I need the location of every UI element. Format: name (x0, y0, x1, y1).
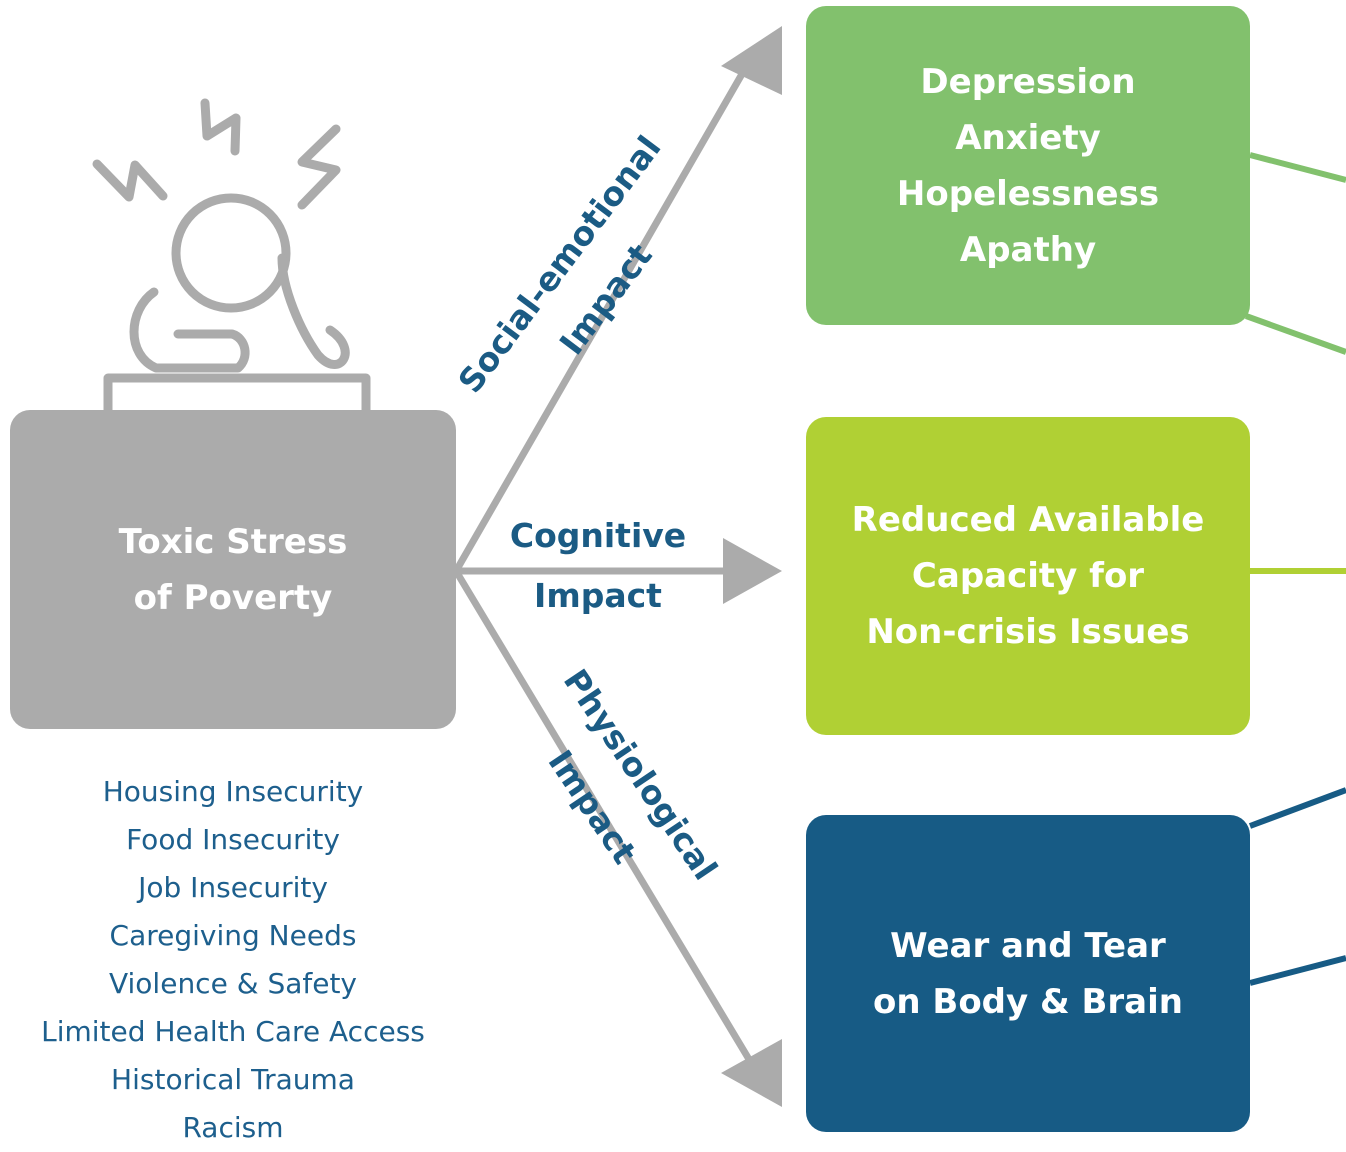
stressor-list: Housing Insecurity Food Insecurity Job I… (0, 768, 466, 1152)
physiological-connector-lower (1249, 955, 1346, 986)
cognitive-outcome-line-3: Non-crisis Issues (866, 612, 1190, 652)
cognitive-impact-label: Cognitive Impact (510, 506, 686, 626)
list-item: Limited Health Care Access (41, 1015, 425, 1048)
list-item: Violence & Safety (108, 967, 358, 1000)
desk (103, 373, 371, 415)
emotional-connector-upper (1249, 152, 1346, 183)
outcome-hopelessness: Hopelessness (896, 173, 1160, 214)
cognitive-outcome-line-2: Capacity for (911, 556, 1145, 596)
cognitive-outcome-line-1: Reduced Available (851, 500, 1205, 540)
outcome-apathy: Apathy (959, 229, 1097, 270)
outcome-anxiety: Anxiety (955, 117, 1101, 158)
physiological-outcome-line-1: Wear and Tear (890, 925, 1166, 966)
physiological-connector-upper (1248, 787, 1346, 829)
cognitive-label-line-1: Cognitive (509, 516, 687, 555)
cognitive-label-line-2: Impact (534, 576, 662, 615)
list-item: Historical Trauma (111, 1063, 355, 1096)
physiological-outcome-line-2: on Body & Brain (873, 981, 1183, 1022)
stress-bolt-left (92, 159, 168, 202)
list-item: Racism (182, 1111, 284, 1144)
physiological-arrow-shaft (452, 569, 754, 1063)
list-item: Housing Insecurity (102, 775, 364, 808)
outcome-depression: Depression (920, 61, 1136, 102)
source-title-line-2: of Poverty (133, 577, 333, 618)
list-item: Caregiving Needs (109, 919, 357, 952)
list-item: Job Insecurity (138, 871, 328, 904)
list-item: Food Insecurity (126, 823, 340, 856)
source-title-line-1: Toxic Stress (118, 521, 348, 562)
physiological-outcome-box: Wear and Tear on Body & Brain (806, 815, 1250, 1132)
hand-on-cheek (277, 253, 350, 369)
social-emotional-arrowhead (721, 26, 782, 95)
physiological-arrowhead (721, 1039, 782, 1107)
head (171, 193, 291, 313)
toxic-stress-box: Toxic Stress of Poverty (10, 410, 456, 729)
stress-bolt-right (297, 124, 341, 210)
social-emotional-arrow-shaft (452, 72, 746, 573)
body-shoulders (129, 287, 250, 373)
stress-bolt-middle (200, 98, 241, 156)
cognitive-arrowhead (723, 538, 782, 604)
emotional-connector-lower (1244, 313, 1346, 355)
social-emotional-outcome-box: Depression Anxiety Hopelessness Apathy (806, 6, 1250, 325)
cognitive-outcome-box: Reduced Available Capacity for Non-crisi… (806, 417, 1250, 735)
